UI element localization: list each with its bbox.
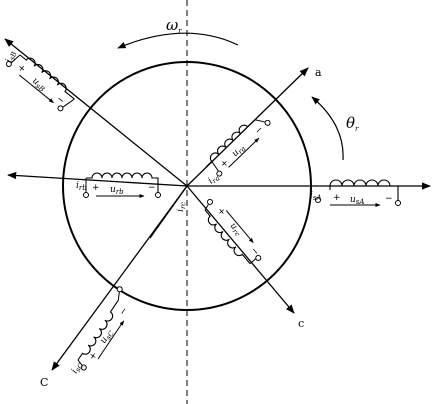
svg-text:θr: θr (346, 114, 359, 133)
coil-sC: + − usC (77, 286, 131, 371)
axis-label-c: c (298, 317, 304, 330)
svg-text:+: + (219, 158, 231, 170)
theta-sub: r (355, 125, 359, 133)
coil-rb: + − irb urb (76, 172, 161, 198)
svg-text:ura: ura (230, 143, 247, 160)
svg-text:urc: urc (227, 221, 244, 238)
svg-text:usC: usC (99, 327, 117, 346)
svg-text:ωr: ωr (166, 16, 182, 35)
coil-rc: + − urc (204, 198, 262, 265)
svg-text:irb: irb (76, 181, 87, 192)
omega-symbol: ω (166, 16, 178, 34)
svg-text:−: − (148, 183, 156, 193)
stator-axis-B (4, 38, 188, 187)
axis-label-C: C (40, 376, 48, 389)
theta-arrow (311, 96, 344, 161)
svg-text:isA: isA (310, 191, 322, 202)
svg-text:+: + (15, 63, 27, 76)
omega-arrow (117, 32, 239, 49)
svg-text:isB: isB (4, 50, 18, 64)
svg-text:urb: urb (110, 185, 124, 196)
svg-text:ira: ira (207, 172, 222, 187)
rotor-axis-c2 (149, 185, 188, 239)
rotor-axis-c (186, 185, 295, 314)
svg-text:+: + (333, 193, 341, 203)
svg-text:isC: isC (70, 360, 86, 376)
rotor-axis-b (7, 171, 188, 187)
coil-ra: + − ura (205, 119, 271, 177)
theta-symbol: θ (346, 114, 355, 132)
coil-sA: + − isA usA (310, 179, 401, 207)
svg-text:+: + (215, 206, 228, 218)
svg-text:−: − (385, 194, 393, 204)
omega-sub: r (178, 27, 182, 35)
svg-text:usB: usB (30, 76, 48, 94)
svg-text:−: − (253, 124, 265, 136)
coil-sB: + − usB (5, 54, 75, 112)
svg-text:usA: usA (350, 195, 364, 206)
svg-text:−: − (54, 94, 66, 107)
svg-text:+: + (92, 183, 100, 193)
svg-text:irc: irc (176, 202, 187, 213)
svg-text:−: − (118, 306, 131, 318)
axis-label-a: a (315, 66, 322, 79)
svg-text:+: + (87, 350, 100, 362)
